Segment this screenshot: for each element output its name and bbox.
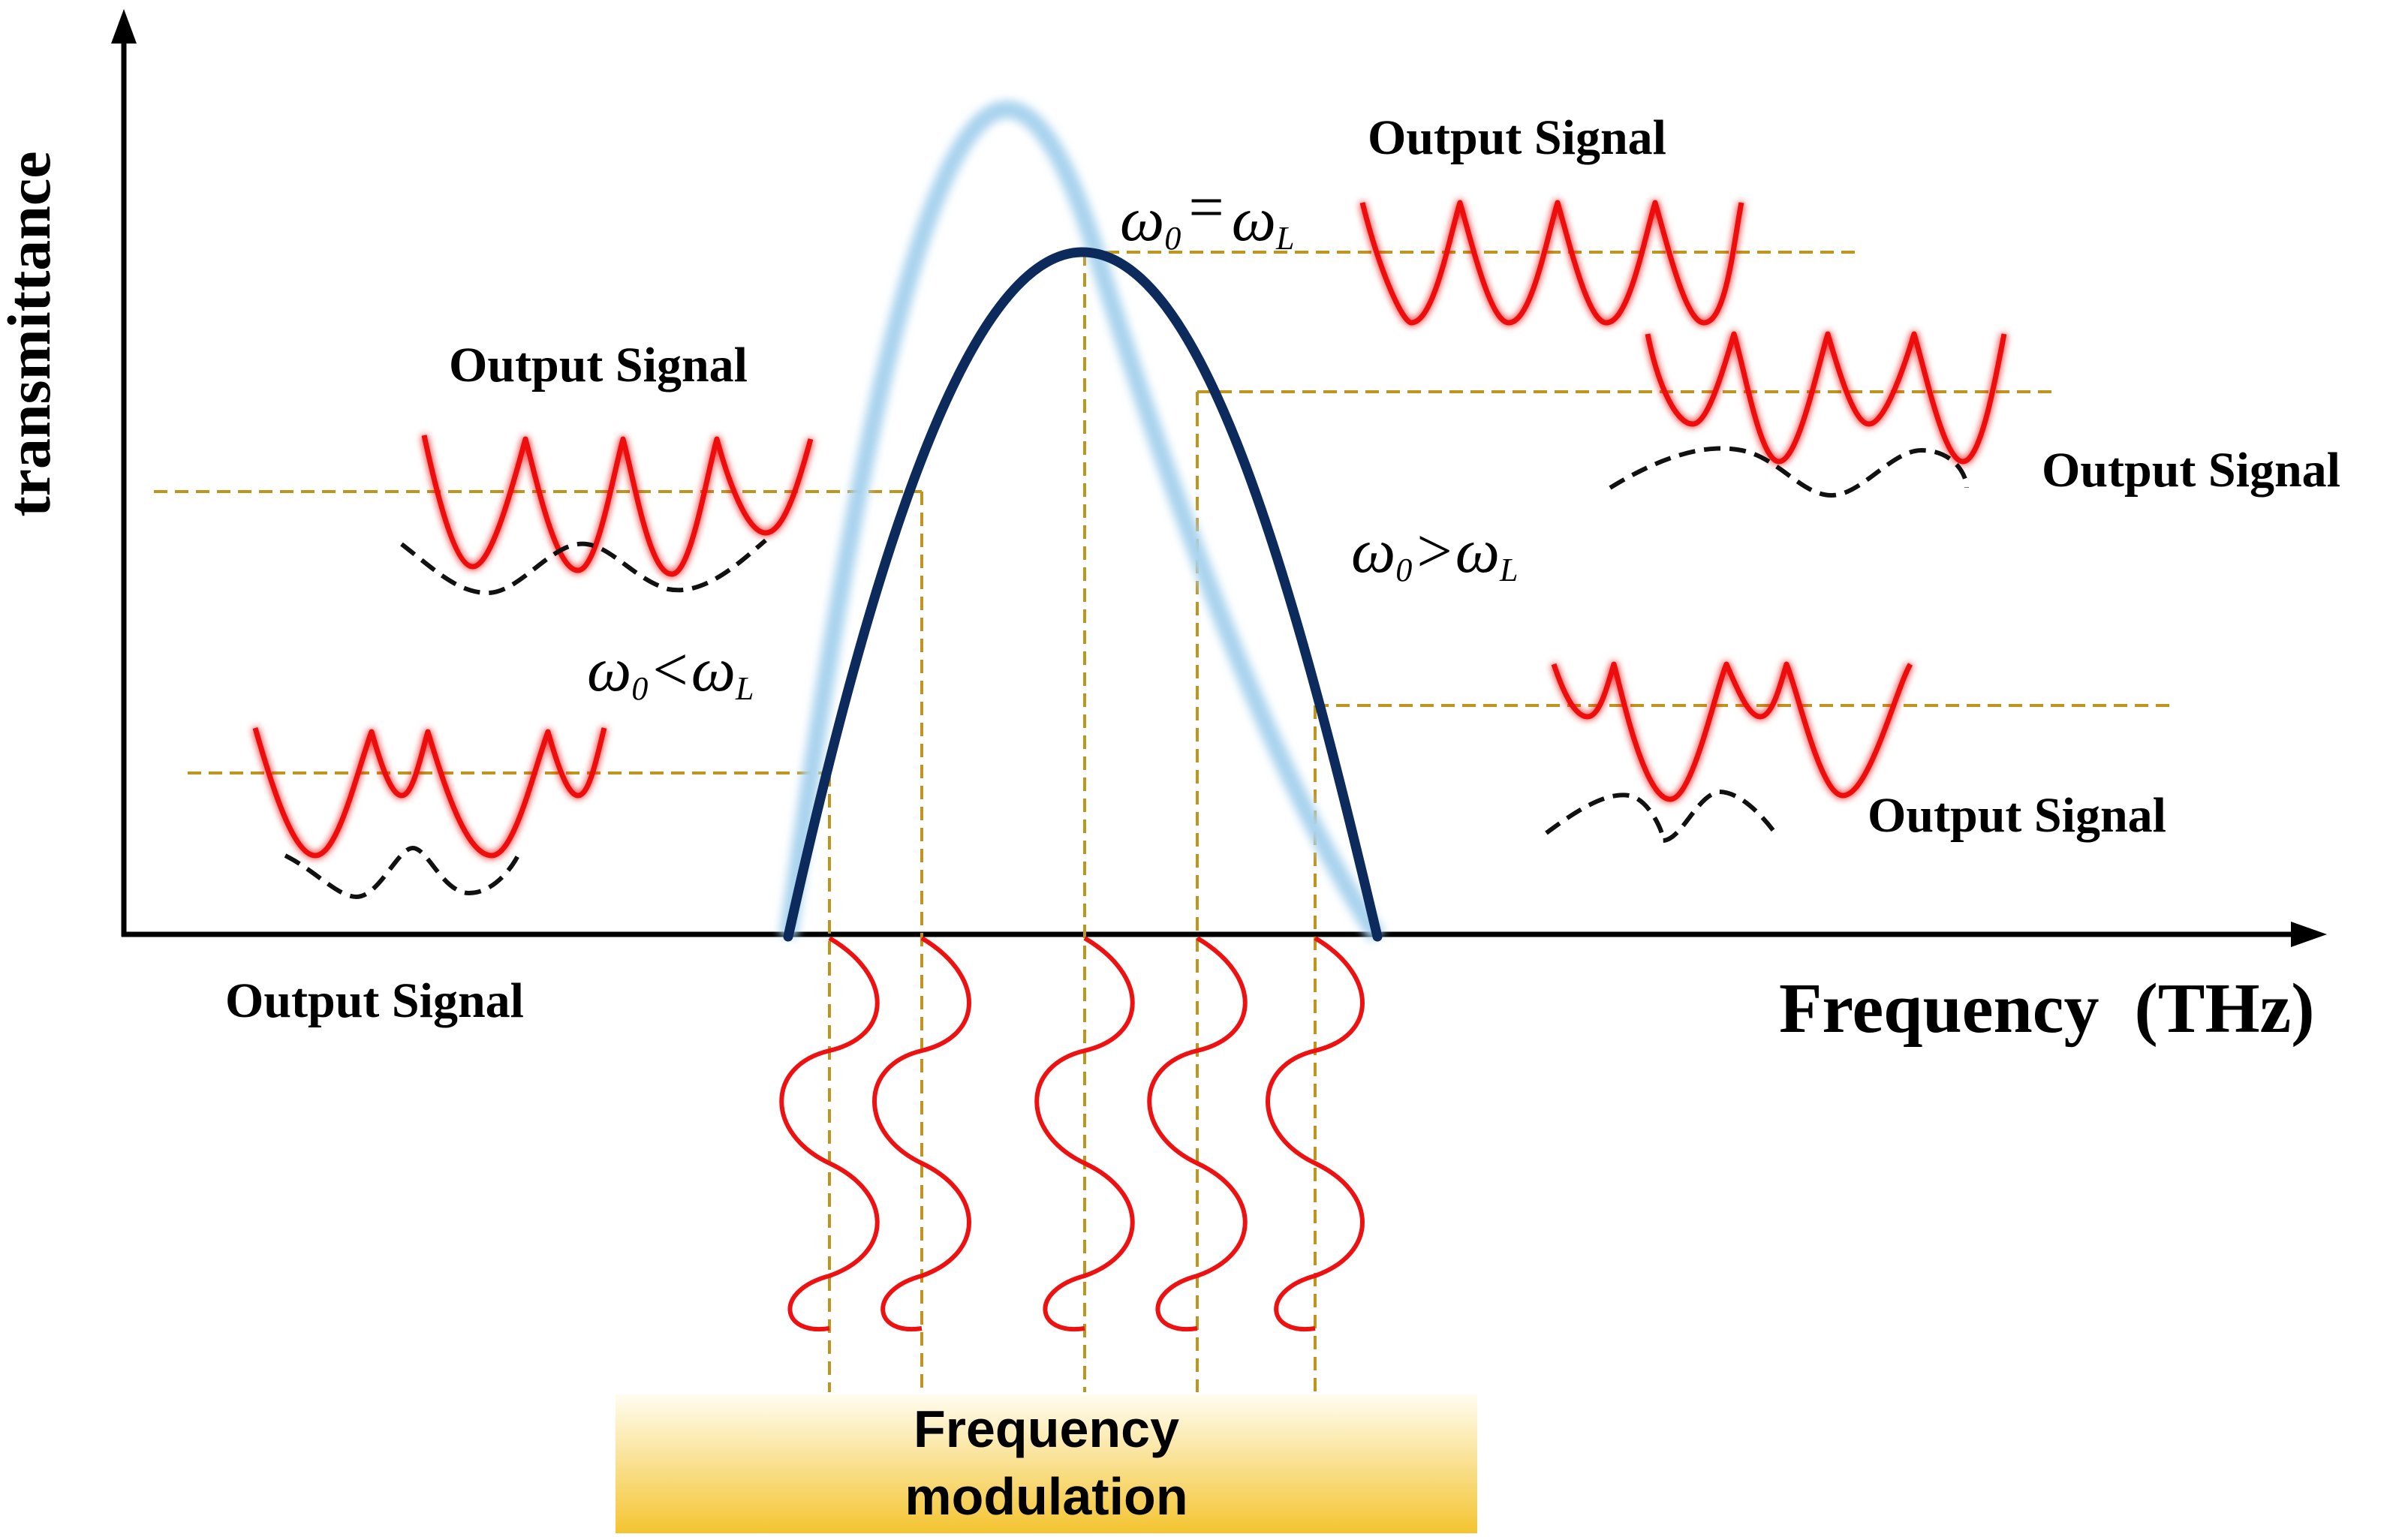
- modulation-wave-2: [872, 936, 971, 1332]
- envelope-wave-left-upper: [400, 538, 767, 596]
- envelope-wave-right-lower: [1545, 789, 1777, 843]
- output-signal-label-right-lower: Output Signal: [1868, 788, 2166, 843]
- output-signal-wave-left-upper: [400, 435, 814, 596]
- frequency-modulation-box: Frequency modulation: [616, 1394, 1477, 1533]
- output-signal-label-axis: Output Signal: [225, 973, 524, 1028]
- modulation-wave-5: [1266, 936, 1365, 1332]
- envelope-wave-right-upper: [1609, 446, 1969, 498]
- axes: [111, 9, 2327, 947]
- y-axis-arrow-icon: [111, 9, 137, 44]
- output-signal-label-right-upper: Output Signal: [2042, 443, 2340, 498]
- output-signal-label-left-upper: Output Signal: [449, 338, 748, 393]
- output-signal-wave-left-lower: [252, 727, 607, 900]
- transmittance-curve-glow: [779, 101, 1386, 942]
- relation-less: ω0<ωL: [587, 635, 754, 707]
- output-signal-wave-right-upper: [1609, 331, 2007, 498]
- output-wave-right-upper: [1645, 331, 2007, 465]
- x-axis-label: Frequency (THz): [1779, 970, 2315, 1048]
- transmittance-curve-line: [783, 247, 1383, 942]
- frequency-modulation-box-bg: [616, 1394, 1477, 1533]
- output-wave-right-lower: [1551, 661, 1913, 802]
- transmittance-curve: [779, 101, 1386, 942]
- modulation-wave-4: [1147, 936, 1248, 1332]
- output-signal-label-peak: Output Signal: [1368, 110, 1666, 165]
- output-wave-left-upper: [421, 435, 814, 577]
- envelope-wave-left-lower: [284, 845, 520, 900]
- output-wave-peak: [1359, 200, 1744, 326]
- modulation-wave-3: [1034, 936, 1135, 1332]
- modulation-wave-1: [779, 936, 880, 1332]
- output-signal-wave-right-lower: [1545, 661, 1913, 843]
- x-axis-arrow-icon: [2291, 922, 2327, 947]
- frequency-modulation-line2: modulation: [905, 1467, 1187, 1526]
- output-wave-left-lower: [252, 727, 607, 859]
- relation-equal: ω0=ωL: [1120, 173, 1294, 257]
- output-signal-wave-peak: [1359, 200, 1744, 326]
- frequency-modulation-line1: Frequency: [914, 1400, 1179, 1458]
- modulation-waves: [779, 936, 1365, 1332]
- relation-greater: ω0>ωL: [1351, 516, 1518, 588]
- y-axis-label: transmittance: [0, 151, 63, 516]
